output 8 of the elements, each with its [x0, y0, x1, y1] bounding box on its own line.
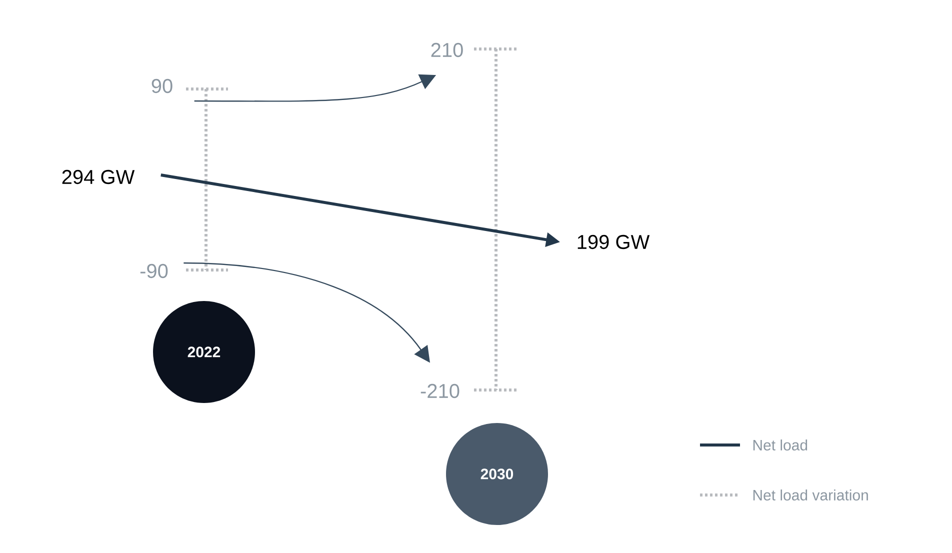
load-value: 294 GW: [62, 170, 135, 184]
value-label: -90: [140, 264, 168, 278]
value-label: 210: [431, 42, 463, 58]
legend-label: Net load: [753, 439, 808, 450]
legend-label: Net load variation: [753, 489, 868, 500]
value-label: -210: [420, 384, 460, 398]
value-label: 90: [152, 78, 172, 94]
load-value: 199 GW: [578, 234, 650, 250]
